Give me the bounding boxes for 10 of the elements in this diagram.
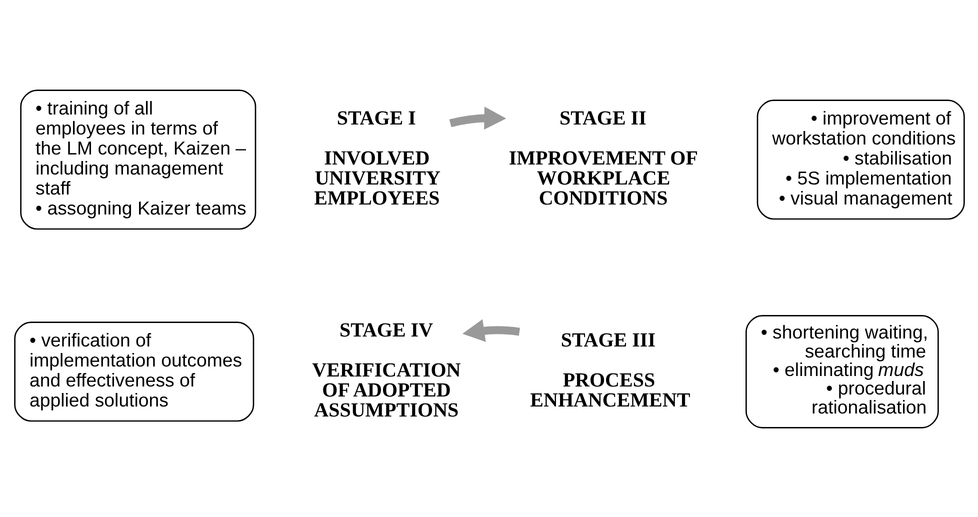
node-box: • verification of implementation outcomes and effectiveness of applied solutions	[14, 321, 254, 422]
arrow	[462, 318, 520, 342]
node-text: STAGE III PROCESS ENHANCEMENT	[530, 328, 690, 411]
node-text: STAGE II IMPROVEMENT OF WORKPLACE CONDITIONS	[508, 106, 698, 209]
node-box: • shortening waiting, searching time • eliminating muds • procedural rationalisation	[745, 314, 938, 428]
node-text: STAGE IV VERIFICATION OF ADOPTED ASSUMPTIONS	[312, 318, 460, 421]
arrow	[448, 106, 506, 130]
node-text: STAGE I INVOLVED UNIVERSITY EMPLOYEES	[314, 106, 440, 209]
node-box: • training of all employees in terms of the LM concept, Kaizen – including management staff • assogning Kaizer teams	[20, 89, 256, 230]
node-box: • improvement of workstation conditions • stabilisation • 5S implementation • visual management	[756, 99, 964, 220]
